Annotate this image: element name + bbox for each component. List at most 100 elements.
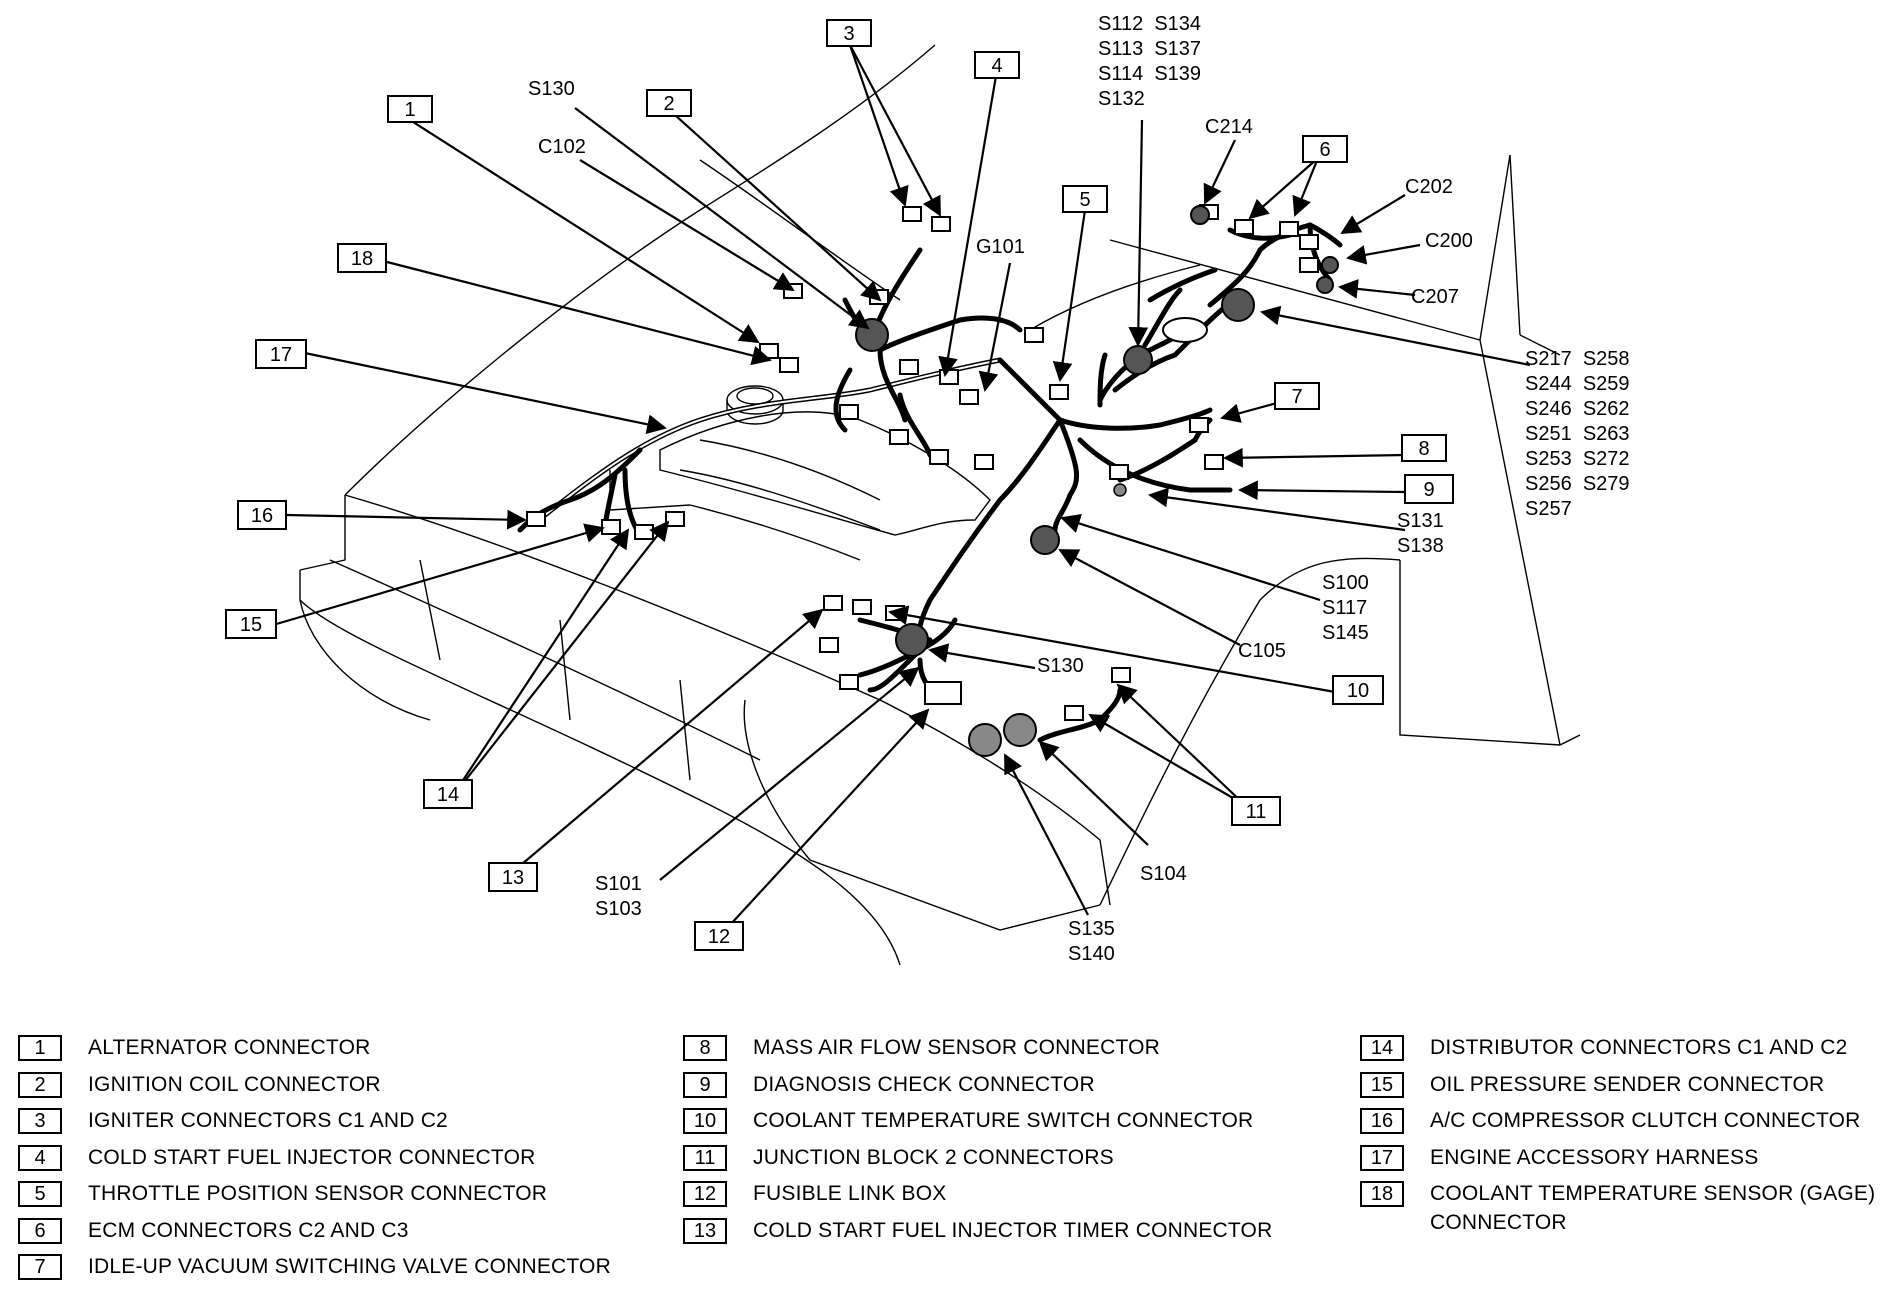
label-s138: S138 bbox=[1397, 535, 1444, 557]
legend-item: 9 DIAGNOSIS CHECK CONNECTOR bbox=[683, 1071, 1272, 1109]
legend-text: OIL PRESSURE SENDER CONNECTOR bbox=[1430, 1072, 1825, 1096]
legend-number-box: 15 bbox=[1360, 1071, 1404, 1098]
svg-text:4: 4 bbox=[991, 55, 1002, 77]
label-s104: S104 bbox=[1140, 863, 1187, 885]
legend-number-box: 7 bbox=[18, 1254, 62, 1280]
vehicle-body-outline bbox=[299, 44, 1581, 966]
callout-2: 2 bbox=[646, 89, 692, 117]
callout-6: 6 bbox=[1302, 135, 1348, 163]
svg-text:16: 16 bbox=[251, 505, 273, 527]
label-splice-group-top-2: S113 S137 bbox=[1098, 38, 1201, 60]
label-splice-group-top-1: S112 S134 bbox=[1098, 13, 1201, 35]
legend-number-box: 17 bbox=[1360, 1144, 1404, 1171]
label-s140: S140 bbox=[1068, 943, 1115, 965]
label-splice-group-right-4: S251 S263 bbox=[1525, 423, 1630, 445]
callout-7: 7 bbox=[1274, 382, 1320, 410]
legend-number-box: 10 bbox=[683, 1108, 727, 1134]
callout-15: 15 bbox=[225, 609, 277, 639]
legend-text: ECM CONNECTORS C2 AND C3 bbox=[88, 1218, 409, 1242]
legend-number-box: 16 bbox=[1360, 1108, 1404, 1134]
label-s103: S103 bbox=[595, 898, 642, 920]
legend-text: COOLANT TEMPERATURE SWITCH CONNECTOR bbox=[753, 1109, 1254, 1132]
callout-13: 13 bbox=[488, 862, 538, 892]
legend-text: IGNITION COIL CONNECTOR bbox=[88, 1072, 381, 1096]
svg-text:3: 3 bbox=[843, 23, 854, 45]
label-c202: C202 bbox=[1405, 176, 1453, 198]
legend-item: 3 IGNITER CONNECTORS C1 AND C2 bbox=[18, 1108, 611, 1145]
label-s130-top: S130 bbox=[528, 78, 575, 100]
legend-number-box: 3 bbox=[18, 1108, 62, 1134]
leader-lines bbox=[272, 44, 1531, 926]
legend-text: DIAGNOSIS CHECK CONNECTOR bbox=[753, 1072, 1095, 1096]
legend-text: MASS AIR FLOW SENSOR CONNECTOR bbox=[753, 1036, 1160, 1059]
callout-4: 4 bbox=[974, 51, 1020, 79]
callout-3: 3 bbox=[826, 19, 872, 47]
legend-item: 13 COLD START FUEL INJECTOR TIMER CONNECT… bbox=[683, 1217, 1273, 1255]
label-s135: S135 bbox=[1068, 918, 1115, 940]
legend-text: COOLANT TEMPERATURE SENSOR (GAGE) CONNEC… bbox=[1430, 1182, 1876, 1234]
label-splice-group-top-3: S114 S139 bbox=[1098, 63, 1201, 85]
callout-12: 12 bbox=[694, 921, 744, 951]
label-splice-group-right-3: S246 S262 bbox=[1525, 398, 1630, 420]
legend-text: COLD START FUEL INJECTOR TIMER CONNECTOR bbox=[753, 1218, 1273, 1242]
legend-number-box: 13 bbox=[683, 1217, 727, 1244]
callout-1: 1 bbox=[387, 95, 433, 123]
callout-boxes: 1 2 3 4 5 6 7 8 9 10 11 12 13 14 15 16 1… bbox=[225, 19, 1454, 951]
legend-text: IDLE-UP VACUUM SWITCHING VALVE CONNECTOR bbox=[88, 1255, 611, 1278]
label-splice-group-right-6: S256 S279 bbox=[1525, 473, 1630, 495]
callout-17: 17 bbox=[255, 339, 307, 369]
legend-text: JUNCTION BLOCK 2 CONNECTORS bbox=[753, 1145, 1114, 1169]
legend-text: A/C COMPRESSOR CLUTCH CONNECTOR bbox=[1430, 1109, 1861, 1132]
legend-item: 1 ALTERNATOR CONNECTOR bbox=[18, 1035, 611, 1072]
callout-8: 8 bbox=[1401, 434, 1447, 462]
label-c105: C105 bbox=[1238, 640, 1286, 662]
callout-11: 11 bbox=[1231, 796, 1281, 826]
label-splice-group-right-1: S217 S258 bbox=[1525, 348, 1630, 370]
legend-item: 15 OIL PRESSURE SENDER CONNECTOR bbox=[1360, 1071, 1900, 1109]
legend-number-box: 9 bbox=[683, 1071, 727, 1098]
legend-number-box: 18 bbox=[1360, 1181, 1404, 1207]
svg-text:17: 17 bbox=[270, 344, 292, 366]
callout-14: 14 bbox=[423, 779, 473, 809]
legend-text: IGNITER CONNECTORS C1 AND C2 bbox=[88, 1109, 448, 1132]
svg-text:11: 11 bbox=[1246, 801, 1267, 823]
svg-text:2: 2 bbox=[663, 93, 674, 115]
callout-5: 5 bbox=[1062, 185, 1108, 213]
legend-text: COLD START FUEL INJECTOR CONNECTOR bbox=[88, 1145, 536, 1169]
svg-text:1: 1 bbox=[404, 99, 415, 121]
label-c102: C102 bbox=[538, 136, 586, 158]
wiring-harness bbox=[517, 222, 1343, 743]
diagram-labels: S130 C102 G101 S112 S134 S113 S137 S114 … bbox=[528, 13, 1630, 965]
svg-text:15: 15 bbox=[240, 614, 262, 636]
svg-text:14: 14 bbox=[437, 784, 459, 806]
callout-10: 10 bbox=[1332, 675, 1384, 705]
label-g101: G101 bbox=[976, 236, 1025, 258]
legend-text: ENGINE ACCESSORY HARNESS bbox=[1430, 1145, 1759, 1169]
legend-text: ALTERNATOR CONNECTOR bbox=[88, 1036, 371, 1059]
label-splice-group-right-5: S253 S272 bbox=[1525, 448, 1630, 470]
legend-text: DISTRIBUTOR CONNECTORS C1 AND C2 bbox=[1430, 1036, 1848, 1059]
legend-text: FUSIBLE LINK BOX bbox=[753, 1182, 947, 1205]
svg-text:18: 18 bbox=[351, 248, 373, 270]
label-splice-group-top-4: S132 bbox=[1098, 88, 1145, 110]
label-s131: S131 bbox=[1397, 510, 1444, 532]
label-c214: C214 bbox=[1205, 116, 1253, 138]
legend-number-box: 6 bbox=[18, 1217, 62, 1244]
legend-item: 16 A/C COMPRESSOR CLUTCH CONNECTOR bbox=[1360, 1108, 1900, 1145]
svg-text:5: 5 bbox=[1079, 189, 1090, 211]
legend-number-box: 4 bbox=[18, 1144, 62, 1171]
label-s130-mid: S130 bbox=[1037, 655, 1084, 677]
legend-number-box: 1 bbox=[18, 1035, 62, 1061]
svg-text:6: 6 bbox=[1319, 139, 1330, 161]
label-splice-group-right-7: S257 bbox=[1525, 498, 1572, 520]
legend-item: 18 COOLANT TEMPERATURE SENSOR (GAGE) CONN… bbox=[1360, 1181, 1900, 1241]
svg-text:12: 12 bbox=[708, 926, 730, 948]
legend-number-box: 12 bbox=[683, 1181, 727, 1207]
